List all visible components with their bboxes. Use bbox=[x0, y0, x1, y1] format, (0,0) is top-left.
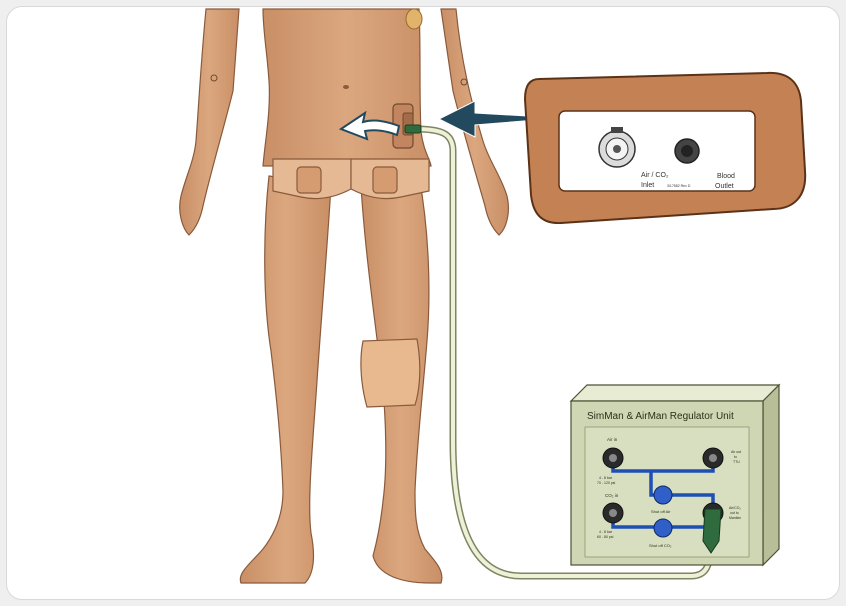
shutoff-co2-valve-icon bbox=[654, 519, 672, 537]
air-out-label-3: TTU bbox=[733, 460, 740, 464]
manikin-knee-pad bbox=[361, 339, 420, 407]
air-in-label: Air in bbox=[607, 437, 618, 442]
manikin-navel bbox=[343, 85, 349, 89]
diagram-frame: Air / CO₂ Inlet Blood Outlet 3/17582 Rev… bbox=[6, 6, 840, 600]
air-inlet-label-2: Inlet bbox=[641, 182, 654, 189]
air-out-label-2: to bbox=[734, 455, 737, 459]
air-inlet-label: Air / CO₂ bbox=[641, 172, 669, 179]
shutoff-co2-label: Shut off CO₂ bbox=[649, 543, 672, 548]
air-in-spec: 4 - 8 bar bbox=[599, 476, 613, 480]
connector-panel bbox=[525, 73, 805, 223]
mix-out-label-3: Manikin bbox=[729, 516, 741, 520]
manikin-hip-joints bbox=[273, 159, 429, 199]
panel-part-number: 3/17582 Rev D bbox=[667, 184, 691, 188]
manikin-left-arm bbox=[180, 9, 239, 235]
regulator-title: SimMan & AirMan Regulator Unit bbox=[587, 411, 734, 422]
blood-outlet-label-2: Outlet bbox=[715, 183, 734, 190]
co2-in-label: CO₂ in bbox=[605, 493, 619, 498]
tube-connector bbox=[405, 125, 421, 133]
air-in-spec-2: 70 - 120 psi bbox=[597, 481, 616, 485]
manikin-connection-diagram: Air / CO₂ Inlet Blood Outlet 3/17582 Rev… bbox=[7, 7, 839, 599]
co2-in-spec-2: 60 - 80 psi bbox=[597, 535, 614, 539]
shutoff-air-valve-icon bbox=[654, 486, 672, 504]
co2-in-spec: 4 - 8 bar bbox=[599, 530, 613, 534]
mix-out-label-2: out to bbox=[730, 511, 739, 515]
air-out-label: Air out bbox=[731, 450, 741, 454]
mix-out-label: Air/CO₂ bbox=[729, 506, 742, 510]
blood-outlet-label: Blood bbox=[717, 173, 735, 180]
manikin-sensor-pad bbox=[406, 9, 422, 29]
shutoff-air-label: Shut off Air bbox=[651, 509, 671, 514]
manikin-left-leg bbox=[240, 176, 331, 583]
